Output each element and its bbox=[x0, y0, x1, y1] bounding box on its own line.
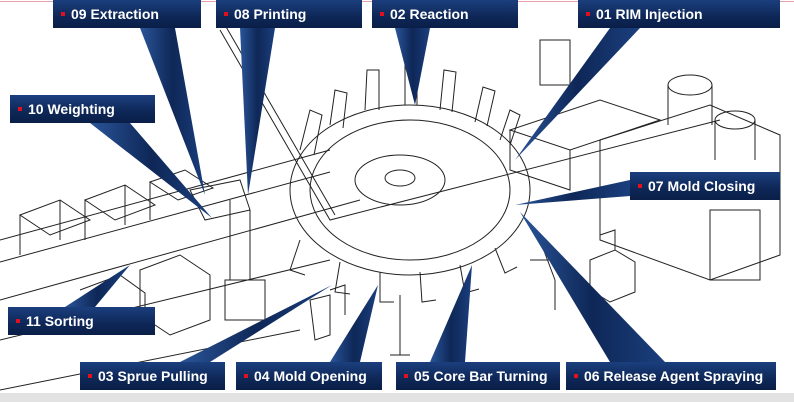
carousel bbox=[289, 59, 531, 303]
pointer-07 bbox=[515, 180, 630, 205]
callout-label: 08 Printing bbox=[234, 6, 307, 22]
pointer-04 bbox=[330, 285, 378, 362]
callout-04-mold-opening: 04 Mold Opening bbox=[236, 362, 382, 390]
callout-label: 09 Extraction bbox=[71, 6, 159, 22]
bottom-bar bbox=[0, 393, 794, 402]
callout-11-sorting: 11 Sorting bbox=[8, 307, 155, 335]
robot-cells bbox=[189, 179, 560, 356]
callout-07-mold-closing: 07 Mold Closing bbox=[630, 172, 780, 200]
pointer-08 bbox=[240, 28, 275, 195]
pointer-01 bbox=[515, 28, 640, 160]
pointer-05 bbox=[430, 265, 472, 362]
callout-01-rim-injection: 01 RIM Injection bbox=[578, 0, 780, 28]
callout-label: 02 Reaction bbox=[390, 6, 469, 22]
bullet-icon bbox=[586, 12, 590, 16]
callout-02-reaction: 02 Reaction bbox=[372, 0, 518, 28]
bullet-icon bbox=[380, 12, 384, 16]
bullet-icon bbox=[61, 12, 65, 16]
callout-label: 03 Sprue Pulling bbox=[98, 368, 208, 384]
pointer-11 bbox=[65, 265, 130, 307]
callout-label: 01 RIM Injection bbox=[596, 6, 703, 22]
bullet-icon bbox=[574, 374, 578, 378]
pointer-03 bbox=[180, 285, 332, 362]
callout-06-release-agent-spraying: 06 Release Agent Spraying bbox=[566, 362, 776, 390]
callout-label: 05 Core Bar Turning bbox=[414, 368, 548, 384]
bullet-icon bbox=[244, 374, 248, 378]
bullet-icon bbox=[18, 107, 22, 111]
callout-label: 07 Mold Closing bbox=[648, 178, 756, 194]
bullet-icon bbox=[16, 319, 20, 323]
bullet-icon bbox=[404, 374, 408, 378]
rim-injection-unit bbox=[508, 39, 781, 303]
callout-10-weighting: 10 Weighting bbox=[10, 95, 155, 123]
bullet-icon bbox=[88, 374, 92, 378]
bullet-icon bbox=[224, 12, 228, 16]
callout-label: 04 Mold Opening bbox=[254, 368, 367, 384]
callout-08-printing: 08 Printing bbox=[216, 0, 362, 28]
callout-pointers bbox=[65, 28, 665, 362]
pointer-09 bbox=[140, 28, 205, 195]
callout-label: 11 Sorting bbox=[26, 313, 94, 329]
bullet-icon bbox=[638, 184, 642, 188]
pointer-10 bbox=[90, 123, 212, 218]
callout-03-sprue-pulling: 03 Sprue Pulling bbox=[80, 362, 225, 390]
callout-label: 06 Release Agent Spraying bbox=[584, 368, 764, 384]
pointer-06 bbox=[520, 212, 665, 362]
callout-05-core-bar-turning: 05 Core Bar Turning bbox=[396, 362, 560, 390]
pointer-02 bbox=[395, 28, 430, 105]
callout-label: 10 Weighting bbox=[28, 101, 115, 117]
callout-09-extraction: 09 Extraction bbox=[53, 0, 201, 28]
